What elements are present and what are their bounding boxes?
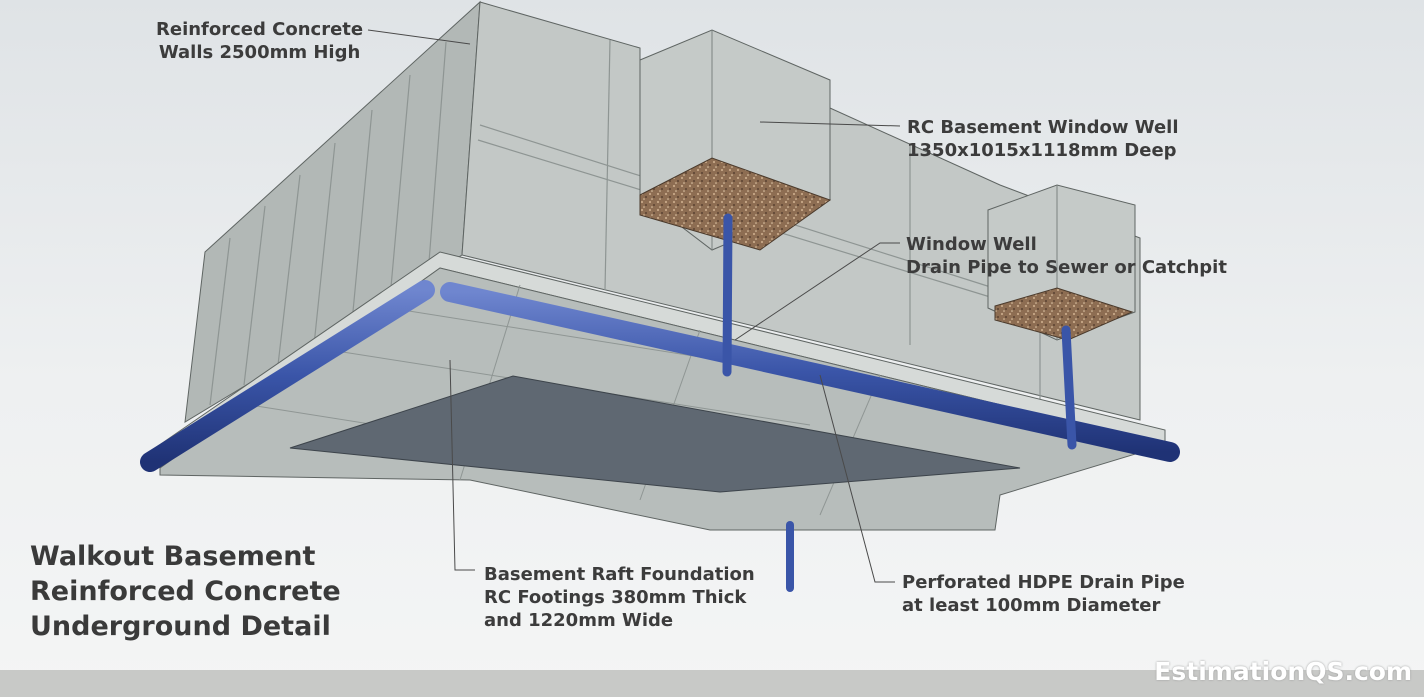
label-line: Walls 2500mm High: [158, 42, 361, 64]
label-line: Basement Raft Foundation: [484, 564, 755, 585]
label-hdpe-pipe: Perforated HDPE Drain Pipe at least 100m…: [902, 571, 1185, 617]
label-raft-foundation: Basement Raft Foundation RC Footings 380…: [484, 563, 755, 632]
footer-bar: [0, 670, 1424, 697]
leader-lines: [367, 29, 901, 583]
label-line: 1350x1015x1118mm Deep: [907, 140, 1177, 162]
title-line: Underground Detail: [30, 611, 331, 643]
label-line: RC Footings 380mm Thick: [484, 587, 747, 609]
label-line: Perforated HDPE Drain Pipe: [902, 572, 1185, 593]
window-well-1-gravel: [639, 157, 832, 251]
well-drain-pipe-1: [722, 213, 733, 377]
diagram-title: Walkout Basement Reinforced Concrete Und…: [30, 539, 341, 644]
raft-underside-void: [289, 375, 1021, 493]
title-line: Walkout Basement: [30, 541, 316, 572]
well-drain-pipe-2: [1061, 325, 1077, 450]
hdpe-drain-pipe-front: [440, 282, 1180, 462]
label-line: and 1220mm Wide: [484, 610, 674, 632]
label-line: RC Basement Window Well: [907, 117, 1179, 138]
label-line: at least 100mm Diameter: [902, 595, 1161, 617]
window-well-2-gravel: [994, 287, 1134, 341]
hdpe-drain-pipe-left: [140, 280, 435, 472]
title-line: Reinforced Concrete: [30, 576, 341, 608]
label-line: Window Well: [906, 234, 1037, 255]
label-concrete-walls: Reinforced Concrete Walls 2500mm High: [156, 18, 363, 64]
watermark: EstimationQS.com: [1154, 657, 1412, 686]
label-line: Drain Pipe to Sewer or Catchpit: [906, 257, 1227, 279]
label-window-well: RC Basement Window Well 1350x1015x1118mm…: [907, 116, 1179, 162]
label-window-well-drain: Window Well Drain Pipe to Sewer or Catch…: [906, 233, 1227, 279]
label-line: Reinforced Concrete: [156, 19, 364, 40]
